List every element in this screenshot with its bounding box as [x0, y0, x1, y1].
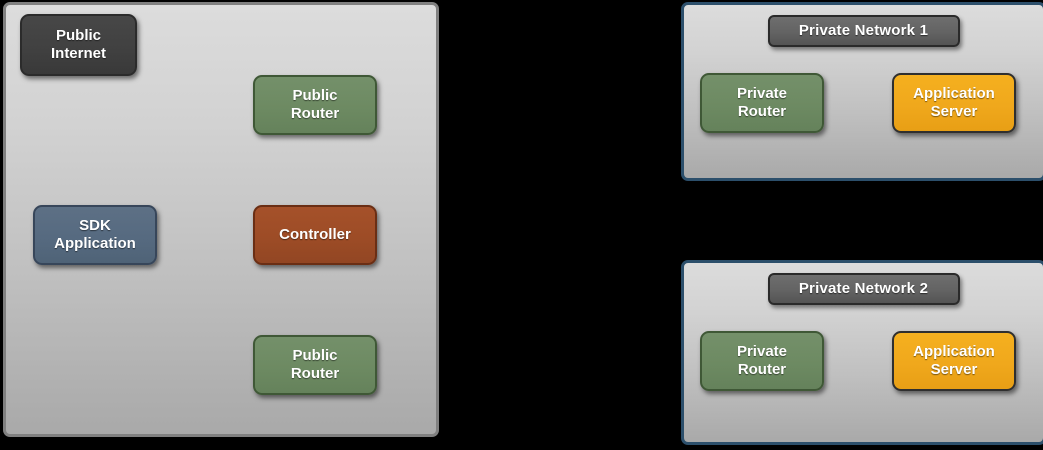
node-application-server-2[interactable]: Application Server — [892, 331, 1016, 391]
node-private-router-2-label: Private Router — [736, 342, 788, 378]
private-network-2-title: Private Network 2 — [767, 273, 960, 305]
public-zone-panel[interactable]: Public Internet Public Router SDK Applic… — [3, 2, 439, 437]
private-network-2-panel[interactable]: Private Network 2 Private Router Applica… — [681, 260, 1043, 445]
node-public-router-bottom-label: Public Router — [290, 346, 340, 382]
private-network-1-title: Private Network 1 — [767, 15, 960, 47]
node-controller[interactable]: Controller — [253, 205, 377, 265]
node-application-server-1-label: Application Server — [913, 84, 995, 120]
node-public-internet-label: Public Internet — [50, 26, 106, 62]
node-controller-label: Controller — [279, 225, 351, 243]
node-sdk-application-label: SDK Application — [54, 216, 136, 252]
node-private-router-1[interactable]: Private Router — [700, 73, 824, 133]
node-public-router-top-label: Public Router — [290, 86, 340, 122]
node-public-router-top[interactable]: Public Router — [253, 75, 377, 135]
node-private-router-1-label: Private Router — [736, 84, 788, 120]
node-public-internet[interactable]: Public Internet — [20, 14, 137, 76]
node-sdk-application[interactable]: SDK Application — [33, 205, 157, 265]
private-network-1-panel[interactable]: Private Network 1 Private Router Applica… — [681, 2, 1043, 181]
node-application-server-2-label: Application Server — [913, 342, 995, 378]
node-private-router-2[interactable]: Private Router — [700, 331, 824, 391]
node-application-server-1[interactable]: Application Server — [892, 73, 1016, 133]
node-public-router-bottom[interactable]: Public Router — [253, 335, 377, 395]
